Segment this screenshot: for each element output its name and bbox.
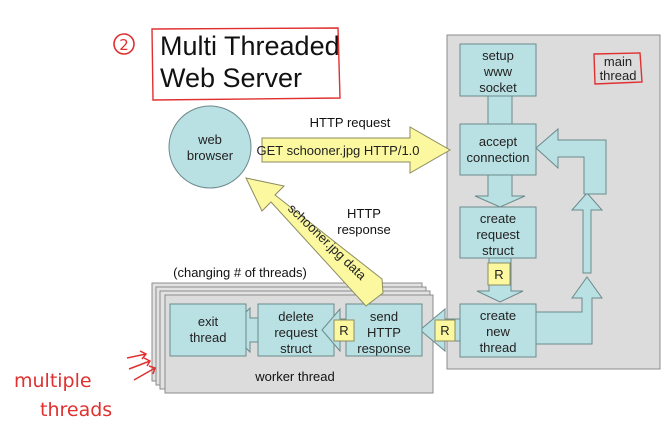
request-token-main-label: R xyxy=(494,267,503,282)
box-setup-socket-line-1: setup xyxy=(482,48,514,63)
worker-thread-label: worker thread xyxy=(254,369,334,384)
http-response-arrow xyxy=(245,177,384,307)
box-send-line-2: HTTP xyxy=(367,325,401,340)
http-request-arrow-text: GET schooner.jpg HTTP/1.0 xyxy=(256,143,419,158)
box-accept-line-2: connection xyxy=(467,150,530,165)
box-setup-socket-line-3: socket xyxy=(479,80,517,95)
box-exit-line-2: thread xyxy=(190,330,227,345)
step-number-circle xyxy=(113,33,135,55)
box-create-thread-line-2: new xyxy=(486,324,510,339)
box-create-request-struct xyxy=(459,206,537,259)
box-create-struct-line-2: request xyxy=(476,227,520,242)
annotation-arrow-3-icon xyxy=(133,365,156,381)
box-delete-line-1: delete xyxy=(278,309,313,324)
box-create-new-thread xyxy=(459,303,537,358)
box-accept-line-1: accept xyxy=(479,134,518,149)
main-thread-label-2: thread xyxy=(600,68,637,83)
web-browser-node xyxy=(168,105,252,189)
main-thread-label-1: main xyxy=(604,54,632,69)
multiple-threads-annotation: multiple threads xyxy=(14,350,156,421)
main-thread-highlight xyxy=(593,52,643,85)
box-create-struct-line-3: struct xyxy=(482,243,514,258)
step-number: 2 xyxy=(119,36,129,54)
arrow-accept-to-create-struct xyxy=(474,174,526,208)
title-line-1: Multi Threaded xyxy=(160,31,340,61)
title-line-2: Web Server xyxy=(160,63,302,93)
web-browser-line-2: browser xyxy=(187,148,234,163)
request-token-handoff-label: R xyxy=(440,323,449,338)
http-request-arrow xyxy=(261,126,452,174)
web-browser-line-1: web xyxy=(197,132,222,147)
box-create-struct-line-1: create xyxy=(480,211,516,226)
annotation-arrow-1-icon xyxy=(126,350,148,360)
http-response-label-2: response xyxy=(337,222,390,237)
worker-thread-caption: (changing # of threads) xyxy=(173,265,307,280)
http-response-label-1: HTTP xyxy=(347,206,381,221)
box-setup-socket-line-2: www xyxy=(483,64,513,79)
box-create-thread-line-1: create xyxy=(480,308,516,323)
request-token-worker xyxy=(333,319,355,342)
box-delete-request-struct xyxy=(257,303,335,357)
box-delete-line-2: request xyxy=(274,325,318,340)
box-send-line-1: send xyxy=(370,309,398,324)
annotation-line-1: multiple xyxy=(14,370,92,392)
http-request-label: HTTP request xyxy=(310,115,391,130)
arrow-loop-back-to-accept xyxy=(535,127,607,195)
annotation-arrow-2-icon xyxy=(128,357,152,370)
request-token-handoff xyxy=(434,319,456,342)
box-exit-thread xyxy=(169,303,247,357)
box-delete-line-3: struct xyxy=(280,341,312,356)
arrow-loop-up-lower xyxy=(535,276,603,345)
title-highlight-box xyxy=(151,27,341,101)
box-accept-connection xyxy=(459,123,537,176)
box-exit-line-1: exit xyxy=(198,314,219,329)
box-setup-socket xyxy=(459,43,537,97)
arrow-loop-up-upper xyxy=(570,192,604,274)
annotation-line-2: threads xyxy=(40,399,112,421)
request-token-worker-label: R xyxy=(339,323,348,338)
box-send-line-3: response xyxy=(357,341,410,356)
title-group: 2 Multi Threaded Web Server xyxy=(113,27,341,101)
box-create-thread-line-3: thread xyxy=(480,340,517,355)
request-token-main xyxy=(487,262,511,286)
